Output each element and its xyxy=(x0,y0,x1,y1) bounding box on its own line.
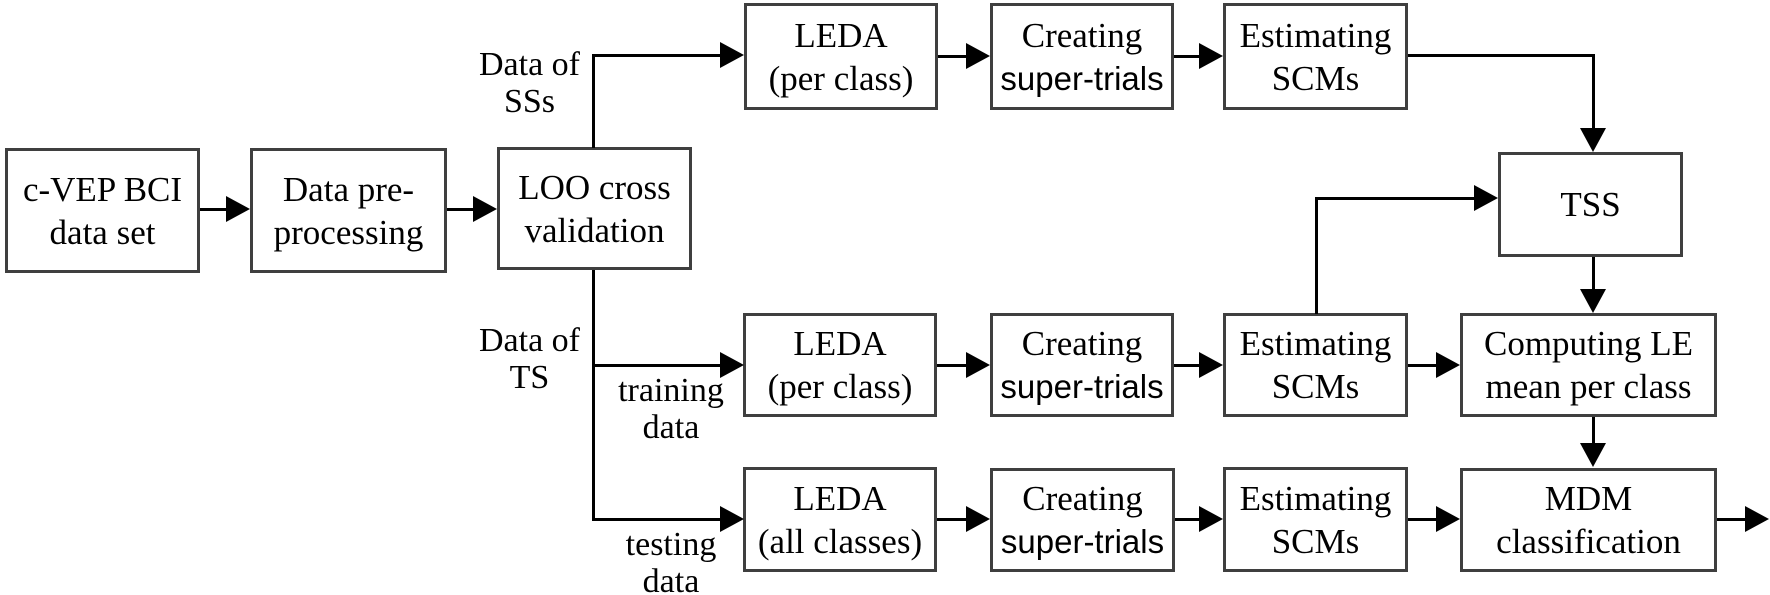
arrow-down-icon xyxy=(1580,128,1606,152)
node-label: Creating xyxy=(1021,324,1143,363)
arrow-line xyxy=(1592,257,1595,291)
arrow-right-icon xyxy=(1745,506,1769,532)
edge-label-data-of-sss: Data of SSs xyxy=(462,46,597,120)
arrow-right-icon xyxy=(966,352,990,378)
arrow-line xyxy=(1175,518,1201,521)
node-label: TSS xyxy=(1560,185,1621,224)
node-estimating-scms-testing: Estimating SCMs xyxy=(1223,467,1408,572)
node-label: (per class) xyxy=(767,367,913,406)
edge-label-line: data xyxy=(642,563,700,595)
node-label: processing xyxy=(273,212,424,252)
edge-label-line: Data of xyxy=(478,322,580,359)
arrow-right-icon xyxy=(720,506,744,532)
node-label: Data pre- xyxy=(282,169,415,209)
node-label: Computing LE xyxy=(1483,324,1694,363)
arrow-line xyxy=(1592,417,1595,445)
node-label: LEDA xyxy=(794,15,888,55)
node-label: Creating xyxy=(1021,15,1143,55)
edge-label-line: SSs xyxy=(503,83,556,120)
node-label: (per class) xyxy=(768,58,914,98)
edge-label-line: testing xyxy=(625,526,717,563)
arrow-line xyxy=(1717,518,1745,521)
node-leda-testing: LEDA (all classes) xyxy=(743,467,937,572)
node-mdm-classification: MDM classification xyxy=(1460,468,1717,572)
node-label: (all classes) xyxy=(757,521,923,561)
node-label: MDM xyxy=(1544,479,1633,518)
node-label: SCMs xyxy=(1271,521,1360,561)
node-label: LEDA xyxy=(793,324,887,363)
arrow-line xyxy=(1408,364,1438,367)
edge-label-training-data: training data xyxy=(606,372,736,446)
arrow-line xyxy=(592,54,595,148)
node-label: super-trials xyxy=(1000,368,1164,405)
arrow-right-icon xyxy=(226,196,250,222)
arrow-right-icon xyxy=(473,196,497,222)
arrow-down-icon xyxy=(1580,289,1606,313)
arrow-right-icon xyxy=(1436,352,1460,378)
arrow-line xyxy=(1174,364,1201,367)
arrow-line xyxy=(592,364,722,367)
arrow-right-icon xyxy=(1199,506,1223,532)
node-label: c-VEP BCI xyxy=(22,169,183,209)
arrow-right-icon xyxy=(1199,43,1223,69)
node-estimating-scms-training: Estimating SCMs xyxy=(1223,313,1408,417)
node-creating-super-trials-training: Creating super-trials xyxy=(990,313,1174,417)
arrow-line xyxy=(200,208,228,211)
node-label: super-trials xyxy=(1000,523,1165,560)
edge-label-data-of-ts: Data of TS xyxy=(462,322,597,396)
node-label: LOO cross xyxy=(518,167,671,207)
arrow-right-icon xyxy=(966,43,990,69)
node-leda-training: LEDA (per class) xyxy=(743,313,937,417)
node-estimating-scms-ss: Estimating SCMs xyxy=(1223,3,1408,110)
node-creating-super-trials-ss: Creating super-trials xyxy=(990,3,1174,110)
edge-label-line: data xyxy=(642,409,700,446)
arrow-line xyxy=(1592,54,1595,130)
node-creating-super-trials-testing: Creating super-trials xyxy=(990,468,1175,572)
node-leda-ss: LEDA (per class) xyxy=(744,3,938,110)
arrow-line xyxy=(1174,55,1201,58)
arrow-line xyxy=(592,270,595,520)
edge-label-testing-data: testing data xyxy=(606,526,736,595)
node-label: SCMs xyxy=(1271,367,1360,406)
node-loo-cross-validation: LOO cross validation xyxy=(497,147,692,270)
node-cvep-dataset: c-VEP BCI data set xyxy=(5,148,200,273)
arrow-line xyxy=(1315,197,1476,200)
arrow-right-icon xyxy=(720,352,744,378)
arrow-line xyxy=(592,518,722,521)
node-computing-le-mean: Computing LE mean per class xyxy=(1460,313,1717,417)
node-label: Estimating xyxy=(1239,324,1392,363)
node-label: SCMs xyxy=(1271,58,1360,98)
node-label: super-trials xyxy=(1000,59,1164,97)
node-label: Estimating xyxy=(1239,15,1392,55)
arrow-line xyxy=(1315,197,1318,314)
arrow-down-icon xyxy=(1580,443,1606,467)
node-label: data set xyxy=(49,212,156,252)
arrow-line xyxy=(937,518,968,521)
edge-label-line: training xyxy=(618,372,724,409)
edge-label-line: Data of xyxy=(478,46,580,83)
arrow-line xyxy=(938,55,968,58)
arrow-right-icon xyxy=(1199,352,1223,378)
arrow-line xyxy=(937,364,968,367)
edge-label-line: TS xyxy=(509,359,550,396)
arrow-right-icon xyxy=(1436,506,1460,532)
node-label: mean per class xyxy=(1485,367,1692,406)
node-label: Estimating xyxy=(1239,478,1392,518)
node-label: classification xyxy=(1496,522,1681,561)
node-tss: TSS xyxy=(1498,152,1683,257)
arrow-line xyxy=(1408,54,1595,57)
node-label: Creating xyxy=(1022,479,1143,518)
arrow-right-icon xyxy=(966,506,990,532)
arrow-right-icon xyxy=(720,42,744,68)
arrow-line xyxy=(592,54,722,57)
arrow-line xyxy=(1408,518,1438,521)
arrow-line xyxy=(447,208,475,211)
node-data-preprocessing: Data pre- processing xyxy=(250,148,447,273)
node-label: LEDA xyxy=(793,478,887,518)
node-label: validation xyxy=(524,210,665,250)
arrow-right-icon xyxy=(1474,185,1498,211)
